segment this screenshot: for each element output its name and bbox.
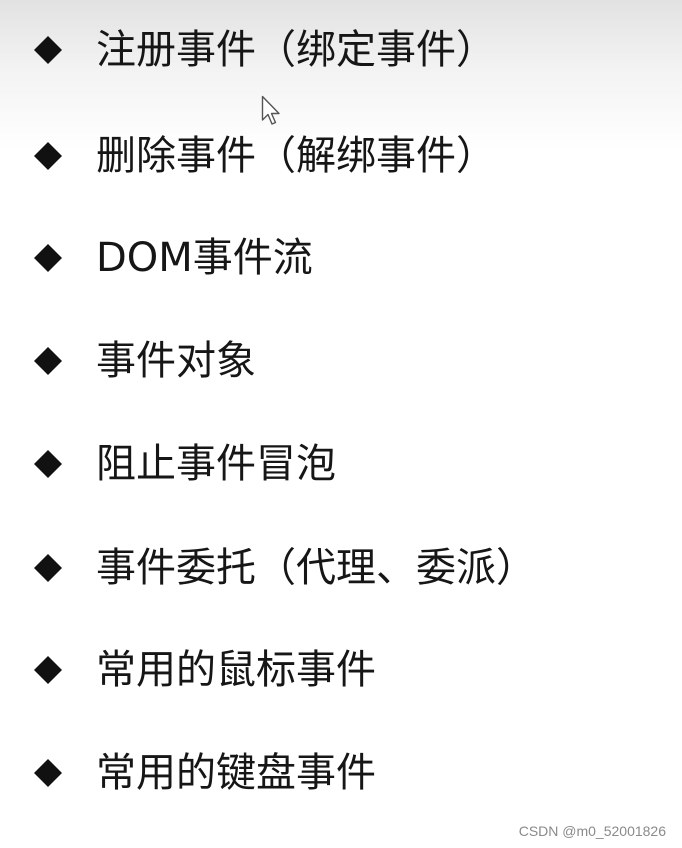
bullet-text: 删除事件（解绑事件） <box>96 133 496 179</box>
bullet-text: 阻止事件冒泡 <box>96 441 336 487</box>
bullet-text: 常用的鼠标事件 <box>96 647 376 693</box>
bullet-text: 常用的键盘事件 <box>96 750 376 796</box>
list-item: 阻止事件冒泡 <box>30 434 670 494</box>
list-item: 事件对象 <box>30 331 670 391</box>
bullet-text: 注册事件（绑定事件） <box>96 27 496 73</box>
watermark: CSDN @m0_52001826 <box>518 823 666 839</box>
diamond-bullet-icon <box>30 755 66 791</box>
mouse-pointer-icon <box>261 95 283 129</box>
list-item: 注册事件（绑定事件） <box>30 20 670 80</box>
bullet-text: 事件委托（代理、委派） <box>96 545 536 591</box>
list-item: 删除事件（解绑事件） <box>30 126 670 186</box>
diamond-bullet-icon <box>30 343 66 379</box>
bullet-text: 事件对象 <box>96 338 256 384</box>
diamond-bullet-icon <box>30 240 66 276</box>
list-item: DOM事件流 <box>30 228 670 288</box>
bullet-text: DOM事件流 <box>96 235 313 281</box>
list-item: 事件委托（代理、委派） <box>30 538 670 598</box>
diamond-bullet-icon <box>30 32 66 68</box>
diamond-bullet-icon <box>30 446 66 482</box>
diamond-bullet-icon <box>30 138 66 174</box>
list-item: 常用的鼠标事件 <box>30 640 670 700</box>
diamond-bullet-icon <box>30 550 66 586</box>
diamond-bullet-icon <box>30 652 66 688</box>
list-item: 常用的键盘事件 <box>30 743 670 803</box>
